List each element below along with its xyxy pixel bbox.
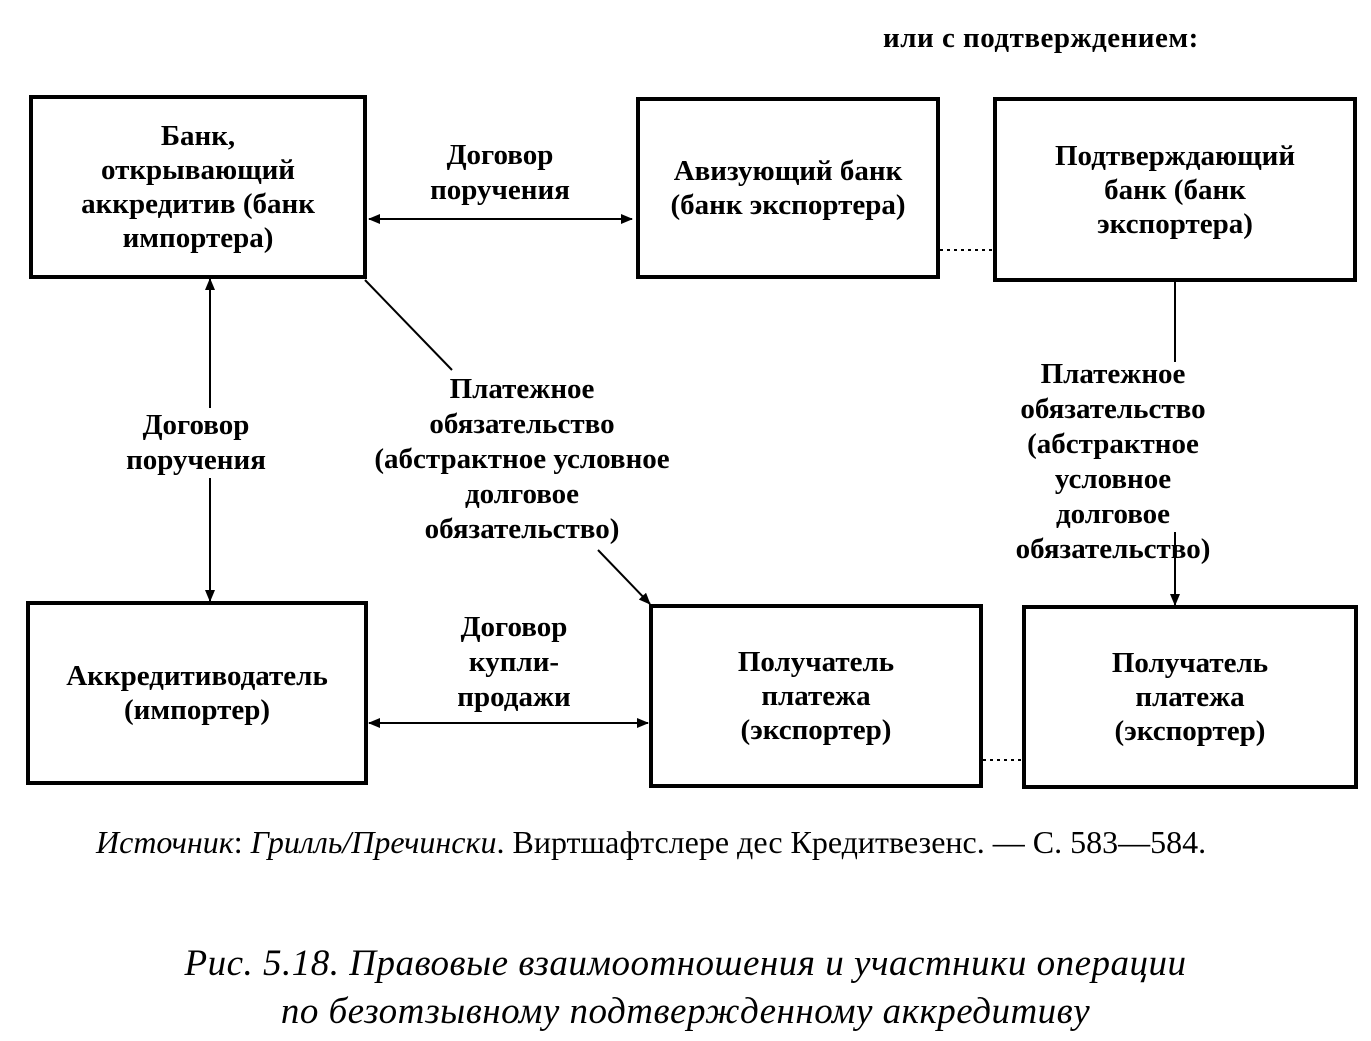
beneficiary-box-2: Получатель платежа (экспортер) [1022, 605, 1358, 789]
figure-caption: Рис. 5.18. Правовые взаимоотношения и уч… [184, 943, 1187, 1032]
source-authors: Грилль/Пречински [250, 824, 497, 860]
payment-obligation-label-center: Платежное обязательство (абстрактное усл… [374, 373, 670, 545]
beneficiary-1-label: Получатель платежа (экспортер) [737, 646, 895, 746]
confirmation-note: или с подтверждением: [883, 22, 1199, 54]
applicant-label: Аккредитиводатель (импортер) [66, 660, 328, 726]
advising-bank-label: Авизующий банк (банк экспортера) [670, 155, 906, 221]
sale-contract-label: Договор купли- продажи [457, 611, 571, 713]
issuing-bank-box: Банк, открывающий аккредитив (банк импор… [29, 95, 367, 279]
beneficiary-box-1: Получатель платежа (экспортер) [649, 604, 983, 788]
payment-obligation-line-upper [364, 279, 453, 371]
payment-obligation-label-right: Платежное обязательство (абстрактное усл… [1015, 358, 1211, 565]
advising-bank-box: Авизующий банк (банк экспортера) [636, 97, 940, 279]
source-rest: . Виртшафтслере дес Кредитвезенс. — С. 5… [496, 824, 1207, 860]
agency-contract-label-left: Договор поручения [126, 408, 266, 478]
beneficiary-2-label: Получатель платежа (экспортер) [1111, 647, 1269, 747]
payment-obligation-arrow-lower [597, 549, 651, 605]
applicant-box: Аккредитиводатель (импортер) [26, 601, 368, 785]
source-colon: : [233, 824, 251, 860]
source-note: Источник: Грилль/Пречински. Виртшафтслер… [0, 822, 1362, 862]
confirming-bank-box: Подтверждающий банк (банк экспортера) [993, 97, 1357, 282]
issuing-bank-label: Банк, открывающий аккредитив (банк импор… [81, 120, 315, 254]
confirming-bank-label: Подтверждающий банк (банк экспортера) [1054, 139, 1296, 240]
agency-contract-label-top: Договор поручения [430, 139, 570, 206]
source-prefix: Источник [96, 824, 234, 860]
